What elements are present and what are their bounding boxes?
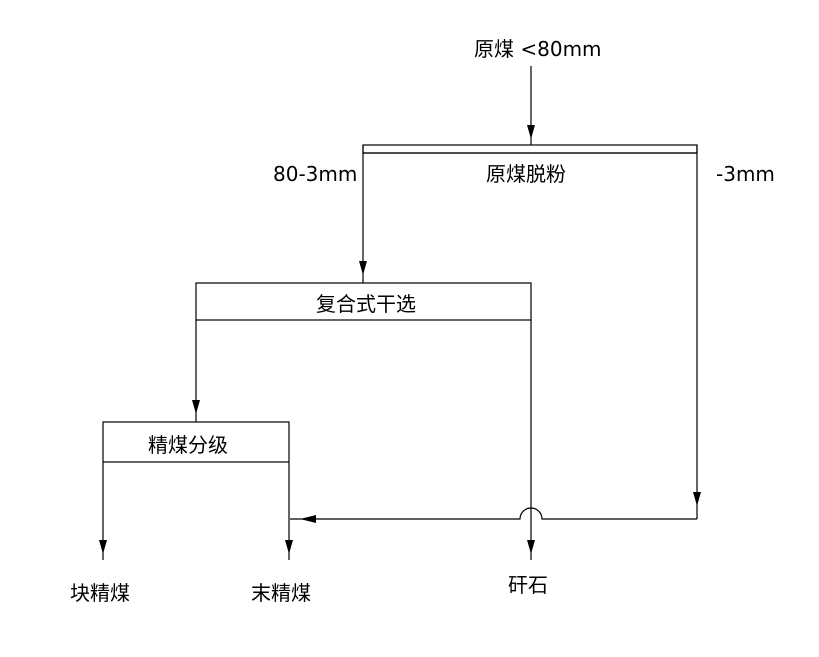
product-fines-label: 末精煤 <box>251 581 311 605</box>
fines-return-line <box>290 507 697 520</box>
stage3-label: 精煤分级 <box>148 433 228 457</box>
lump-arrowhead <box>99 540 107 554</box>
input-arrowhead <box>527 125 535 139</box>
stage1-left-arrowhead <box>359 261 367 275</box>
stage1-right-output-label: -3mm <box>716 162 775 186</box>
fines-return-arrowhead <box>300 515 316 523</box>
gangue-arrowhead <box>527 540 535 554</box>
stage2-label: 复合式干选 <box>316 292 416 316</box>
product-lump-label: 块精煤 <box>70 581 130 605</box>
product-gangue-label: 矸石 <box>508 573 548 597</box>
stage1-right-arrowhead <box>693 492 701 506</box>
stage1-box <box>362 144 698 154</box>
stage2-left-arrowhead <box>192 400 200 414</box>
stage1-left-output-label: 80-3mm <box>273 162 357 186</box>
stage2-box <box>195 282 532 321</box>
input-label: 原煤 <80mm <box>474 37 602 61</box>
stage3-box <box>102 421 290 463</box>
stage1-label: 原煤脱粉 <box>486 162 566 186</box>
fines-arrowhead <box>285 540 293 554</box>
